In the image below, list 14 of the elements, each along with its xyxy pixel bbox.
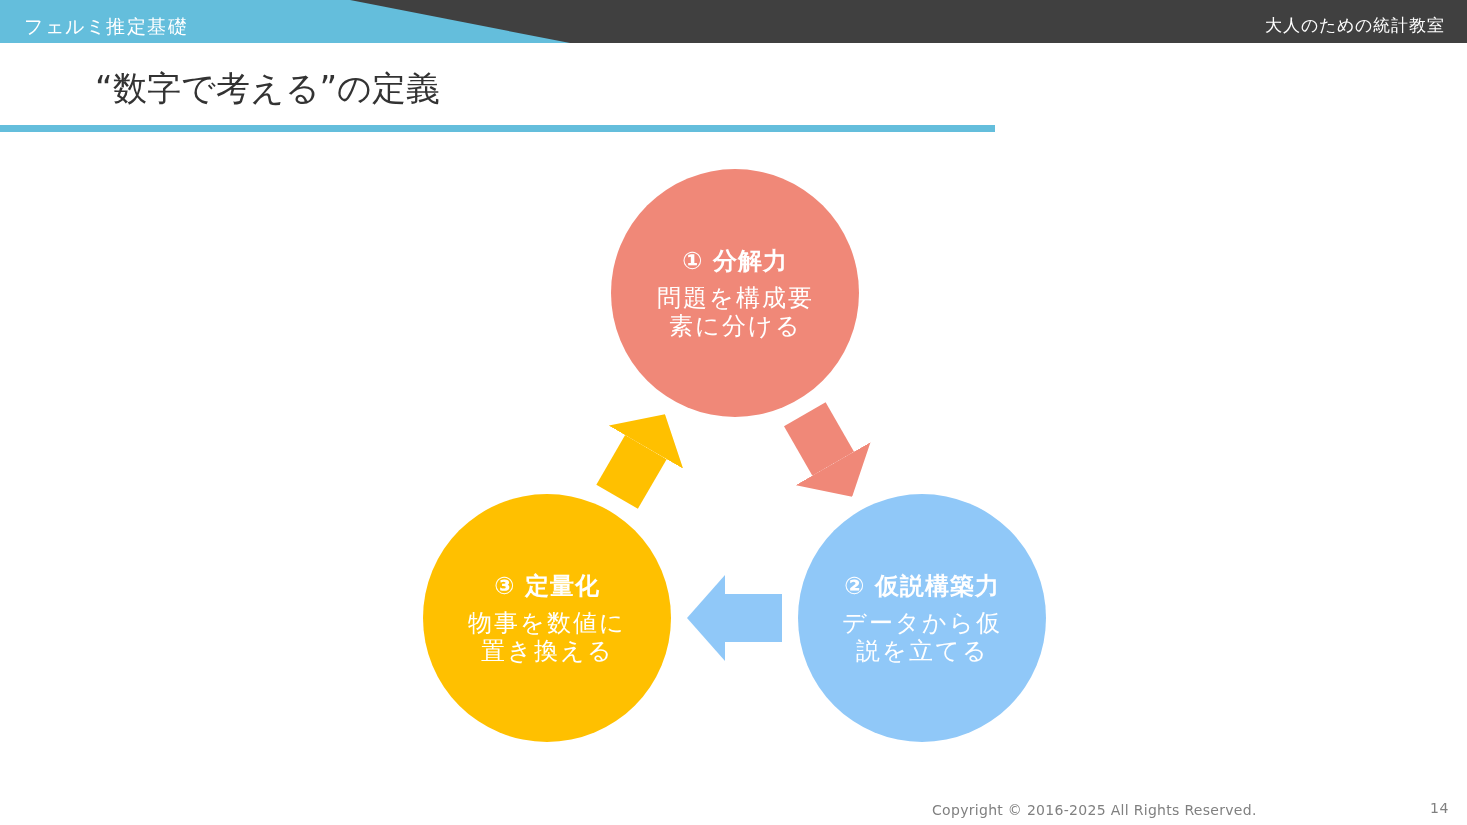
page-number: 14 — [1430, 799, 1449, 817]
block-arrow — [783, 402, 871, 497]
step-description: 物事を数値に置き換える — [467, 609, 627, 665]
step-heading: ③ 定量化 — [494, 571, 600, 601]
slide-title: “数字で考える”の定義 — [95, 67, 441, 110]
step-description: データから仮説を立てる — [841, 609, 1003, 665]
step-description: 問題を構成要素に分ける — [655, 284, 815, 340]
step-heading: ② 仮説構築力 — [844, 571, 1000, 601]
block-arrow — [687, 575, 782, 661]
step-heading: ① 分解力 — [682, 246, 788, 276]
block-arrow — [596, 414, 684, 509]
copyright-text: Copyright © 2016-2025 All Rights Reserved. — [932, 801, 1257, 819]
course-label: 大人のための統計教室 — [1265, 14, 1445, 36]
section-label: フェルミ推定基礎 — [24, 13, 188, 39]
